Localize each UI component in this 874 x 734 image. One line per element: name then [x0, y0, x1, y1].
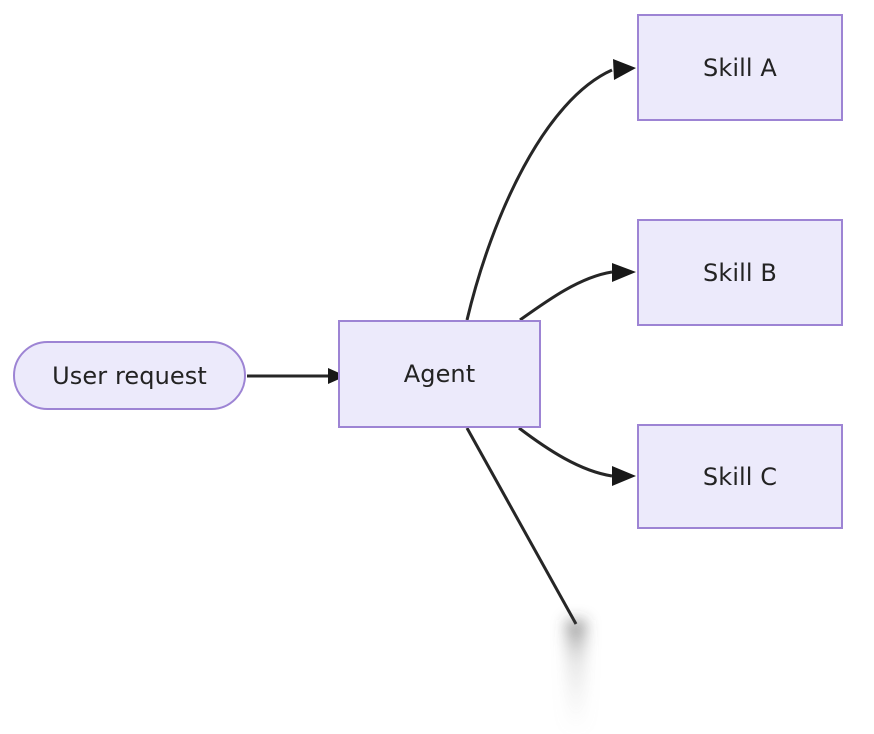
node-skill-b[interactable]: Skill B	[637, 219, 843, 326]
edge-agent-to-skill-a-path	[465, 68, 613, 321]
edge-agent-to-skill-b-arrowhead	[612, 263, 636, 282]
edge-truncation-fade	[566, 620, 586, 732]
edge-agent-to-skill-c-arrowhead	[612, 466, 636, 486]
node-skill-c[interactable]: Skill C	[637, 424, 843, 529]
node-skill-a[interactable]: Skill A	[637, 14, 843, 121]
node-skill-b-label: Skill B	[703, 258, 777, 287]
node-skill-c-label: Skill C	[702, 462, 778, 491]
edge-agent-to-skill-a	[465, 59, 636, 321]
edge-agent-to-truncated	[465, 427, 586, 732]
edge-agent-to-skill-c-path	[518, 426, 613, 478]
edge-agent-to-skill-a-arrowhead	[613, 59, 636, 80]
node-agent[interactable]: Agent	[338, 320, 541, 428]
edge-agent-to-skill-b	[519, 263, 636, 322]
edge-agent-to-truncated-path	[465, 427, 578, 625]
node-agent-label: Agent	[403, 360, 476, 388]
edge-agent-to-skill-c	[518, 426, 636, 486]
edge-user-request-to-agent-arrowhead	[328, 368, 346, 384]
node-user-request-label: User request	[52, 361, 207, 390]
edge-user-request-to-agent	[247, 368, 346, 384]
node-skill-a-label: Skill A	[703, 53, 777, 82]
node-user-request[interactable]: User request	[13, 341, 246, 410]
edge-agent-to-skill-b-path	[519, 270, 613, 322]
